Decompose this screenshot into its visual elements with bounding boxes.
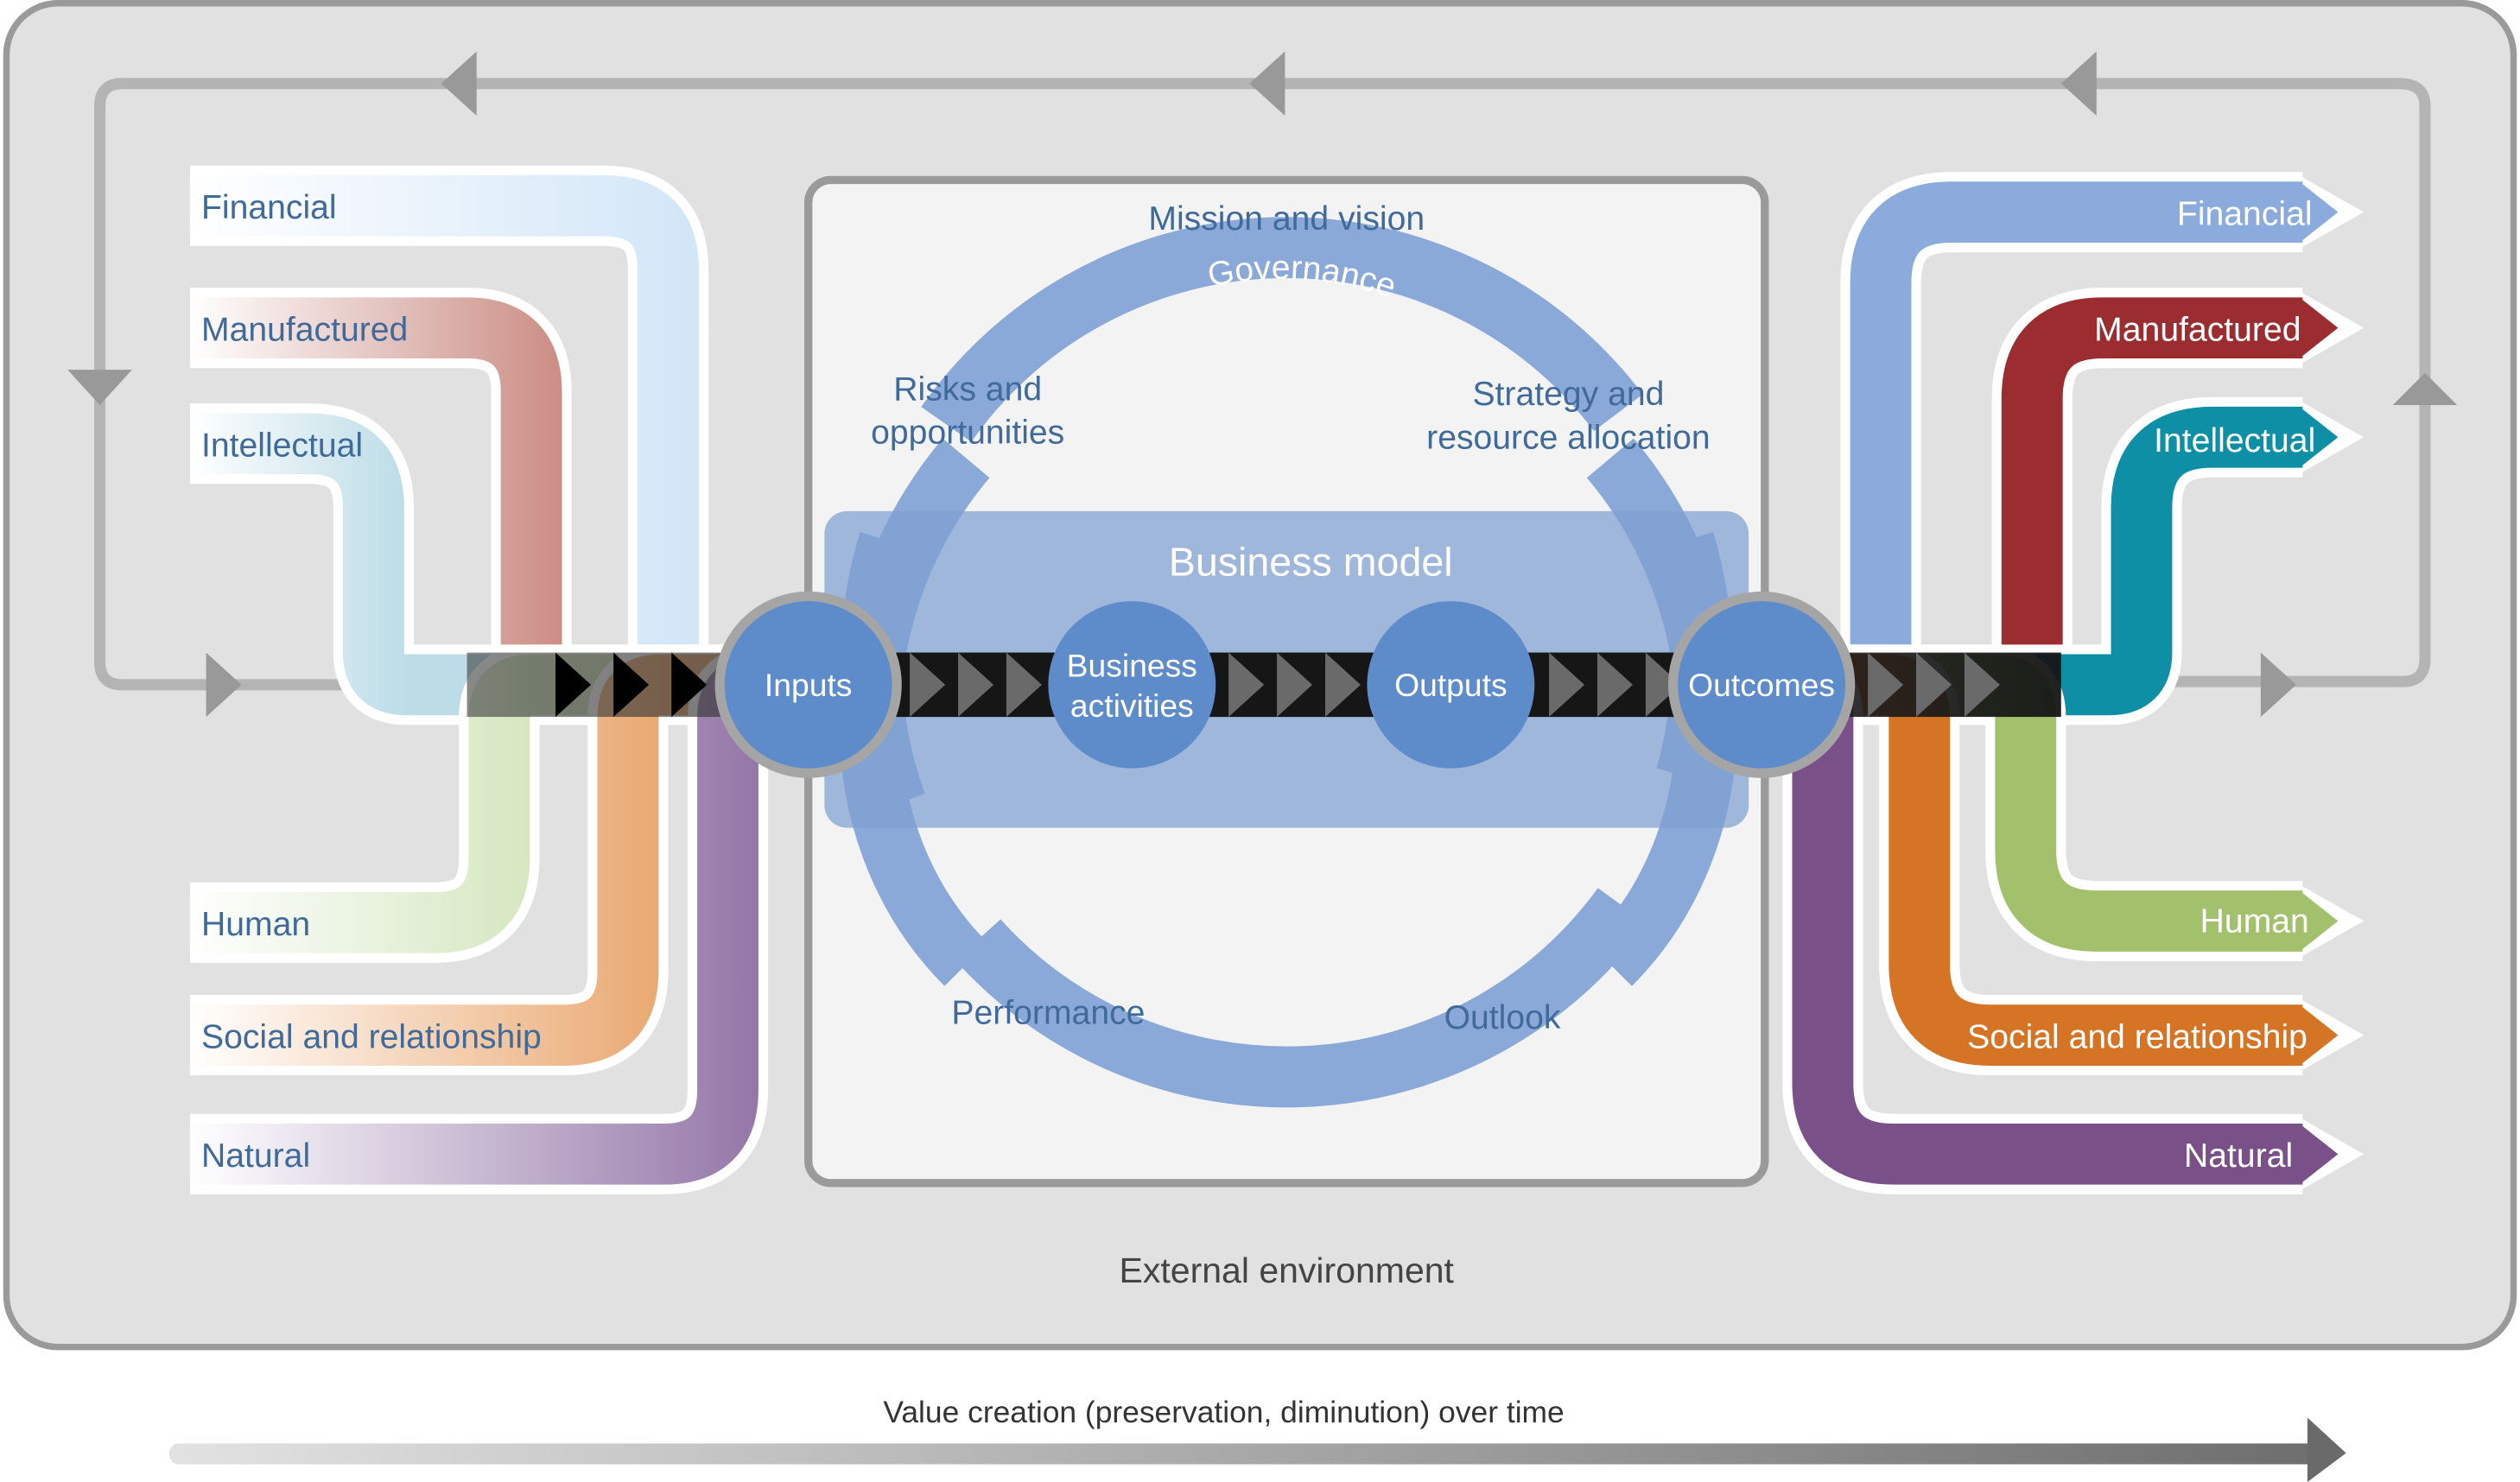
chevron-right-icon <box>958 652 994 718</box>
outcome-label-human: Human <box>2200 903 2309 940</box>
loop-arrow-left-icon <box>441 51 477 117</box>
input-label-financial: Financial <box>201 189 337 226</box>
chevron-right-icon <box>910 652 946 718</box>
chevron-right-icon <box>1964 652 2000 718</box>
input-label-human: Human <box>201 906 310 943</box>
business-activities-node <box>1048 601 1216 769</box>
chevron-right-icon <box>1549 652 1585 718</box>
chevron-right-icon <box>1228 652 1265 718</box>
loop-arrow-up-icon <box>2392 372 2458 406</box>
business-activities-label-line2: activities <box>1070 687 1194 724</box>
risks-label-line2: opportunities <box>871 415 1064 452</box>
business-model-label: Business model <box>1169 539 1453 584</box>
chevron-right-icon <box>1277 652 1313 718</box>
performance-label: Performance <box>951 995 1145 1032</box>
inputs-node-label: Inputs <box>765 667 853 703</box>
chevron-right-icon <box>671 652 708 718</box>
chevron-right-icon <box>1324 652 1361 718</box>
timeline-shaft <box>168 1443 2320 1465</box>
inputs-node <box>724 601 892 769</box>
process-flow <box>467 591 2061 778</box>
outcomes-node <box>1678 601 1846 769</box>
chevron-right-icon <box>1868 652 1904 718</box>
input-ribbon-intellectual <box>189 413 758 716</box>
risks-label-line1: Risks and <box>893 370 1042 408</box>
timeline-label: Value creation (preservation, diminution… <box>883 1396 1564 1429</box>
mission-vision-label: Mission and vision <box>1148 200 1425 238</box>
ring-segment-bottom <box>955 888 1647 1108</box>
loop-arrow-right-icon <box>206 652 242 718</box>
outcome-arrowhead-icon <box>2299 1123 2339 1185</box>
input-label-natural: Natural <box>201 1137 310 1175</box>
feedback-loop <box>67 51 2458 718</box>
loop-arrow-left-icon <box>2060 51 2097 117</box>
outcome-arrowhead-icon <box>2299 406 2339 468</box>
outputs-node <box>1367 601 1535 769</box>
loop-arrow-left-icon <box>1249 51 1285 117</box>
outlook-label: Outlook <box>1444 999 1561 1036</box>
strategy-label-line2: resource allocation <box>1426 419 1711 456</box>
ring-segment-governance <box>921 217 1643 442</box>
chevron-right-icon <box>613 652 650 718</box>
external-environment-label: External environment <box>1120 1251 1455 1290</box>
input-label-intellectual: Intellectual <box>201 428 363 465</box>
outcome-arrowhead-icon <box>2299 297 2339 359</box>
loop-arrow-right-icon <box>2260 652 2296 718</box>
outcome-label-intellectual: Intellectual <box>2154 422 2315 459</box>
timeline-arrowhead <box>2307 1417 2346 1482</box>
outcome-arrowhead-icon <box>2299 890 2339 952</box>
input-label-social: Social and relationship <box>201 1019 542 1056</box>
loop-arrow-down-icon <box>67 370 132 406</box>
input-label-manufactured: Manufactured <box>201 312 408 349</box>
outcome-label-natural: Natural <box>2184 1137 2293 1175</box>
chevron-right-icon <box>555 652 592 718</box>
outputs-node-label: Outputs <box>1394 667 1508 703</box>
chevron-right-icon <box>1596 652 1633 718</box>
strategy-label-line1: Strategy and <box>1472 376 1664 413</box>
outcome-label-financial: Financial <box>2177 196 2313 233</box>
business-activities-label-line1: Business <box>1067 648 1197 684</box>
outcome-ribbon-intellectual <box>1819 406 2303 716</box>
chevron-right-icon <box>1916 652 1952 718</box>
outcome-label-manufactured: Manufactured <box>2094 312 2301 349</box>
outcome-arrowhead-icon <box>2299 181 2339 244</box>
outcomes-node-label: Outcomes <box>1688 667 1835 703</box>
timeline-arrow <box>168 1417 2346 1482</box>
outcome-arrowhead-icon <box>2299 1004 2339 1066</box>
outcome-label-social: Social and relationship <box>1967 1019 2307 1056</box>
chevron-right-icon <box>1645 652 1681 718</box>
chevron-right-icon <box>1006 652 1042 718</box>
